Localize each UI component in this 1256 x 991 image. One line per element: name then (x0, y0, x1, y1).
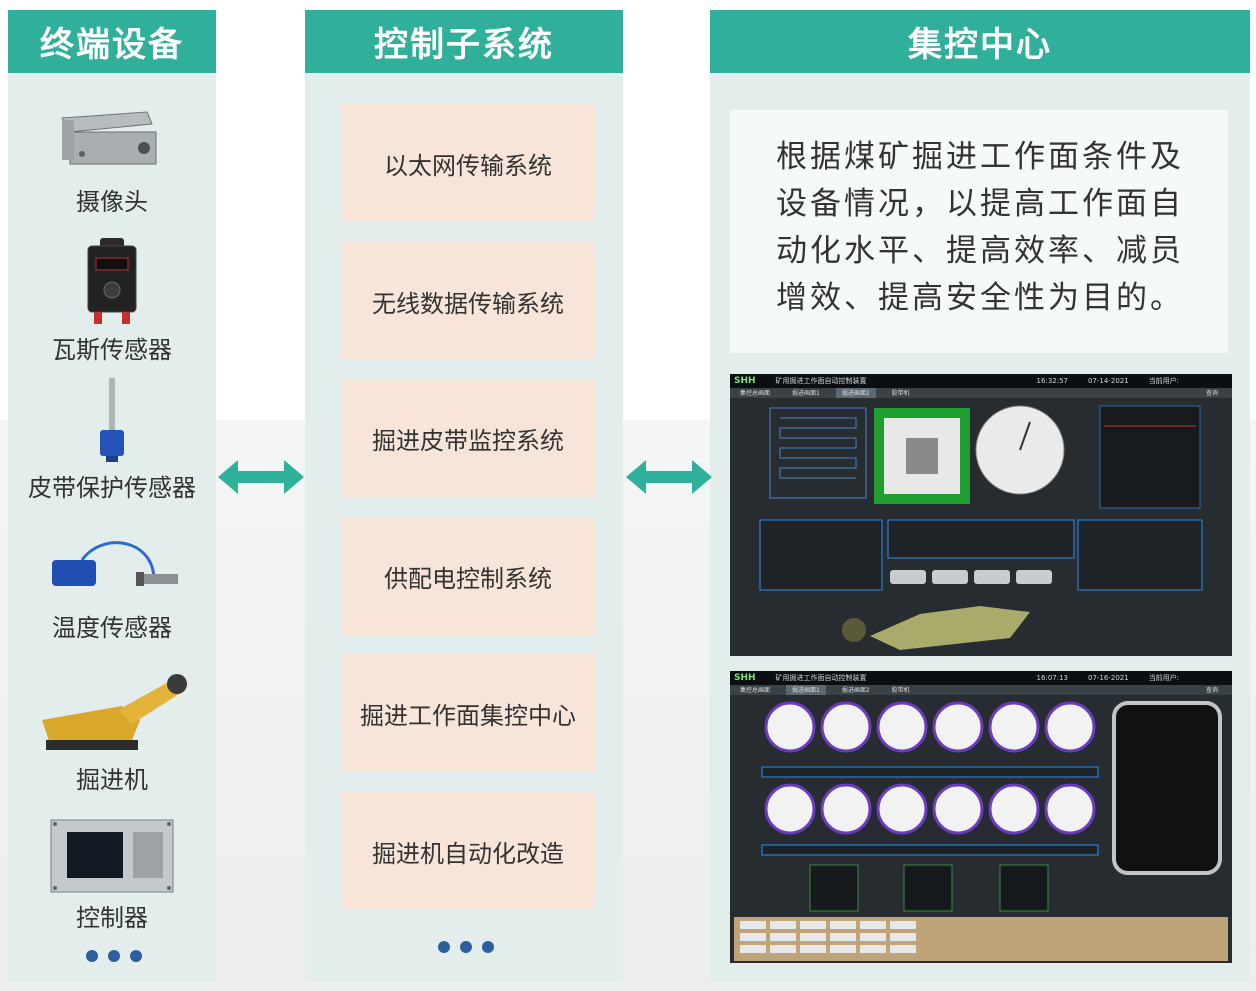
tab-heading-1[interactable]: 掘进画面1 (786, 685, 826, 695)
screen-titlebar: SHH 矿用掘进工作面自动控制装置 16:32:57 07-14-2021 当前… (730, 374, 1232, 388)
temperature-sensor-device (8, 538, 216, 602)
roadheader-device (8, 670, 216, 760)
camera-label: 摄像头 (76, 188, 148, 216)
double-arrow-icon (218, 460, 304, 494)
gauge-row-1 (764, 701, 1096, 753)
screen-titlebar: SHH 矿用掘进工作面自动控制装置 16:07:13 07-16-2021 当前… (730, 671, 1232, 685)
subsystem-belt-monitor: 掘进皮带监控系统 (341, 379, 595, 497)
screen-logo: SHH (734, 673, 756, 683)
query-button[interactable]: 查询 (1205, 390, 1218, 397)
dot (108, 950, 120, 962)
subsystem-control-center: 掘进工作面集控中心 (341, 654, 595, 772)
tab-heading-2[interactable]: 掘进画面2 (835, 388, 876, 398)
screen-time: 16:07:13 (1036, 674, 1068, 682)
control-center-column: 集控中心 根据煤矿掘进工作面条件及设备情况，以提高工作面自动化水平、提高效率、减… (710, 10, 1250, 981)
screen-date: 07-14-2021 (1088, 377, 1129, 385)
subsystem-ethernet: 以太网传输系统 (341, 104, 595, 222)
belt-sensor-label: 皮带保护传感器 (28, 474, 196, 502)
control-screen-1: SHH 矿用掘进工作面自动控制装置 16:32:57 07-14-2021 当前… (730, 374, 1232, 656)
camera-icon (61, 111, 157, 165)
screen-1-graphics (730, 398, 1232, 656)
subsystems-more-dots (438, 941, 494, 953)
dot (482, 941, 494, 953)
screen-user: 当前用户: (1148, 377, 1180, 385)
screen-app-title: 矿用掘进工作面自动控制装置 (775, 377, 867, 385)
control-center-header: 集控中心 (710, 10, 1250, 73)
controller-device (8, 816, 216, 900)
subsystems-header: 控制子系统 (305, 10, 623, 73)
gas-sensor-device (8, 238, 216, 334)
temperature-sensor-icon (52, 541, 178, 586)
controller-label: 控制器 (76, 904, 148, 932)
screen-tabs: 集控总画面 掘进画面1 掘进画面2 胶带机 查询 (730, 388, 1232, 398)
screen-2-graphics (730, 695, 1232, 963)
gauge-row-2 (764, 783, 1096, 835)
temperature-sensor-label: 温度传感器 (52, 614, 172, 642)
tab-belt[interactable]: 胶带机 (891, 687, 910, 694)
subsystems-column: 控制子系统 以太网传输系统 无线数据传输系统 掘进皮带监控系统 供配电控制系统 … (305, 10, 623, 981)
screen-app-title: 矿用掘进工作面自动控制装置 (775, 674, 867, 682)
screen-logo: SHH (734, 376, 756, 386)
roadheader-label: 掘进机 (76, 766, 148, 794)
belt-sensor-icon (100, 378, 124, 462)
dot (130, 950, 142, 962)
control-screen-2: SHH 矿用掘进工作面自动控制装置 16:07:13 07-16-2021 当前… (730, 671, 1232, 963)
screen-tabs: 集控总画面 掘进画面1 掘进画面2 胶带机 查询 (730, 685, 1232, 695)
gas-sensor-label: 瓦斯传感器 (52, 336, 172, 364)
screen-time: 16:32:57 (1036, 377, 1068, 385)
subsystem-automation: 掘进机自动化改造 (341, 792, 595, 910)
tab-belt[interactable]: 胶带机 (891, 390, 910, 397)
screen-date: 07-16-2021 (1088, 674, 1129, 682)
devices-column: 终端设备 摄像头 瓦斯传感器 皮带保护传感器 (8, 10, 216, 981)
screen-user: 当前用户: (1148, 674, 1180, 682)
gas-sensor-icon (87, 238, 137, 324)
dot (438, 941, 450, 953)
controller-icon (50, 819, 174, 893)
subsystem-wireless: 无线数据传输系统 (341, 242, 595, 360)
tab-heading-2[interactable]: 掘进画面2 (841, 687, 870, 694)
subsystem-power: 供配电控制系统 (341, 517, 595, 635)
tab-overview[interactable]: 集控总画面 (740, 390, 771, 397)
devices-more-dots (86, 950, 142, 962)
belt-sensor-device (8, 378, 216, 466)
query-button[interactable]: 查询 (1205, 687, 1218, 694)
dot (86, 950, 98, 962)
control-center-description: 根据煤矿掘进工作面条件及设备情况，以提高工作面自动化水平、提高效率、减员增效、提… (730, 110, 1228, 353)
tab-overview[interactable]: 集控总画面 (740, 687, 771, 694)
double-arrow-icon (626, 460, 712, 494)
tab-heading-1[interactable]: 掘进画面1 (792, 390, 820, 397)
dot (460, 941, 472, 953)
roadheader-icon (42, 674, 187, 750)
camera-device (8, 110, 216, 176)
devices-header: 终端设备 (8, 10, 216, 73)
